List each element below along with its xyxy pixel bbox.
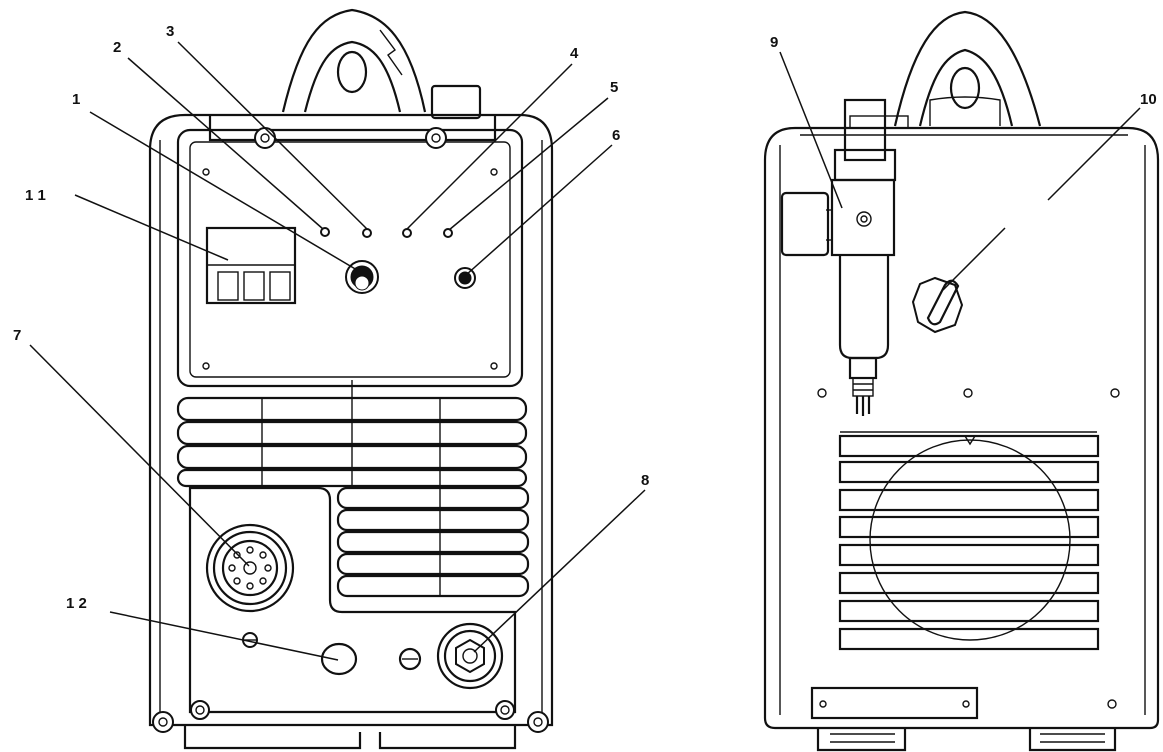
rear-handle [893, 10, 1042, 127]
power-cable-gland [911, 276, 964, 334]
callout-11: 1 1 [25, 187, 46, 204]
control-connector [205, 523, 295, 613]
rear-fan-grille [838, 431, 1100, 651]
callout-7: 7 [13, 327, 21, 344]
rear-bottom-plate [810, 686, 979, 720]
callout-10: 10 [1140, 91, 1157, 108]
callout-8: 8 [641, 472, 649, 489]
indicator-led-5 [443, 228, 453, 238]
rear-outer-body [763, 126, 1160, 730]
callout-9: 9 [770, 34, 778, 51]
blank-hole [320, 642, 358, 676]
indicator-led-2 [320, 227, 330, 237]
front-upper-vents [176, 380, 528, 488]
callout-6: 6 [612, 127, 620, 144]
air-regulator [780, 98, 909, 416]
callout-4: 4 [570, 45, 579, 62]
callout-1: 1 [72, 91, 80, 108]
callout-2: 2 [113, 39, 121, 56]
front-handle [281, 8, 482, 120]
rear-view [763, 10, 1160, 752]
callout-5: 5 [610, 79, 618, 96]
callout-3: 3 [166, 23, 174, 40]
control-knob [345, 260, 379, 294]
leader-lines [29, 41, 1141, 661]
small-control-knob [454, 267, 476, 289]
gas-fitting [436, 622, 504, 690]
control-panel [176, 128, 524, 388]
power-switch [205, 226, 297, 305]
indicator-led-4 [402, 228, 412, 238]
front-lower-vents [336, 486, 530, 598]
callout-labels: 1 2 3 4 5 6 7 8 9 10 1 1 1 2 [13, 23, 1157, 612]
front-lower-panel [188, 486, 517, 714]
callout-12: 1 2 [66, 595, 87, 612]
front-outer-body [148, 113, 554, 727]
front-view [148, 8, 554, 750]
indicator-led-3 [362, 228, 372, 238]
